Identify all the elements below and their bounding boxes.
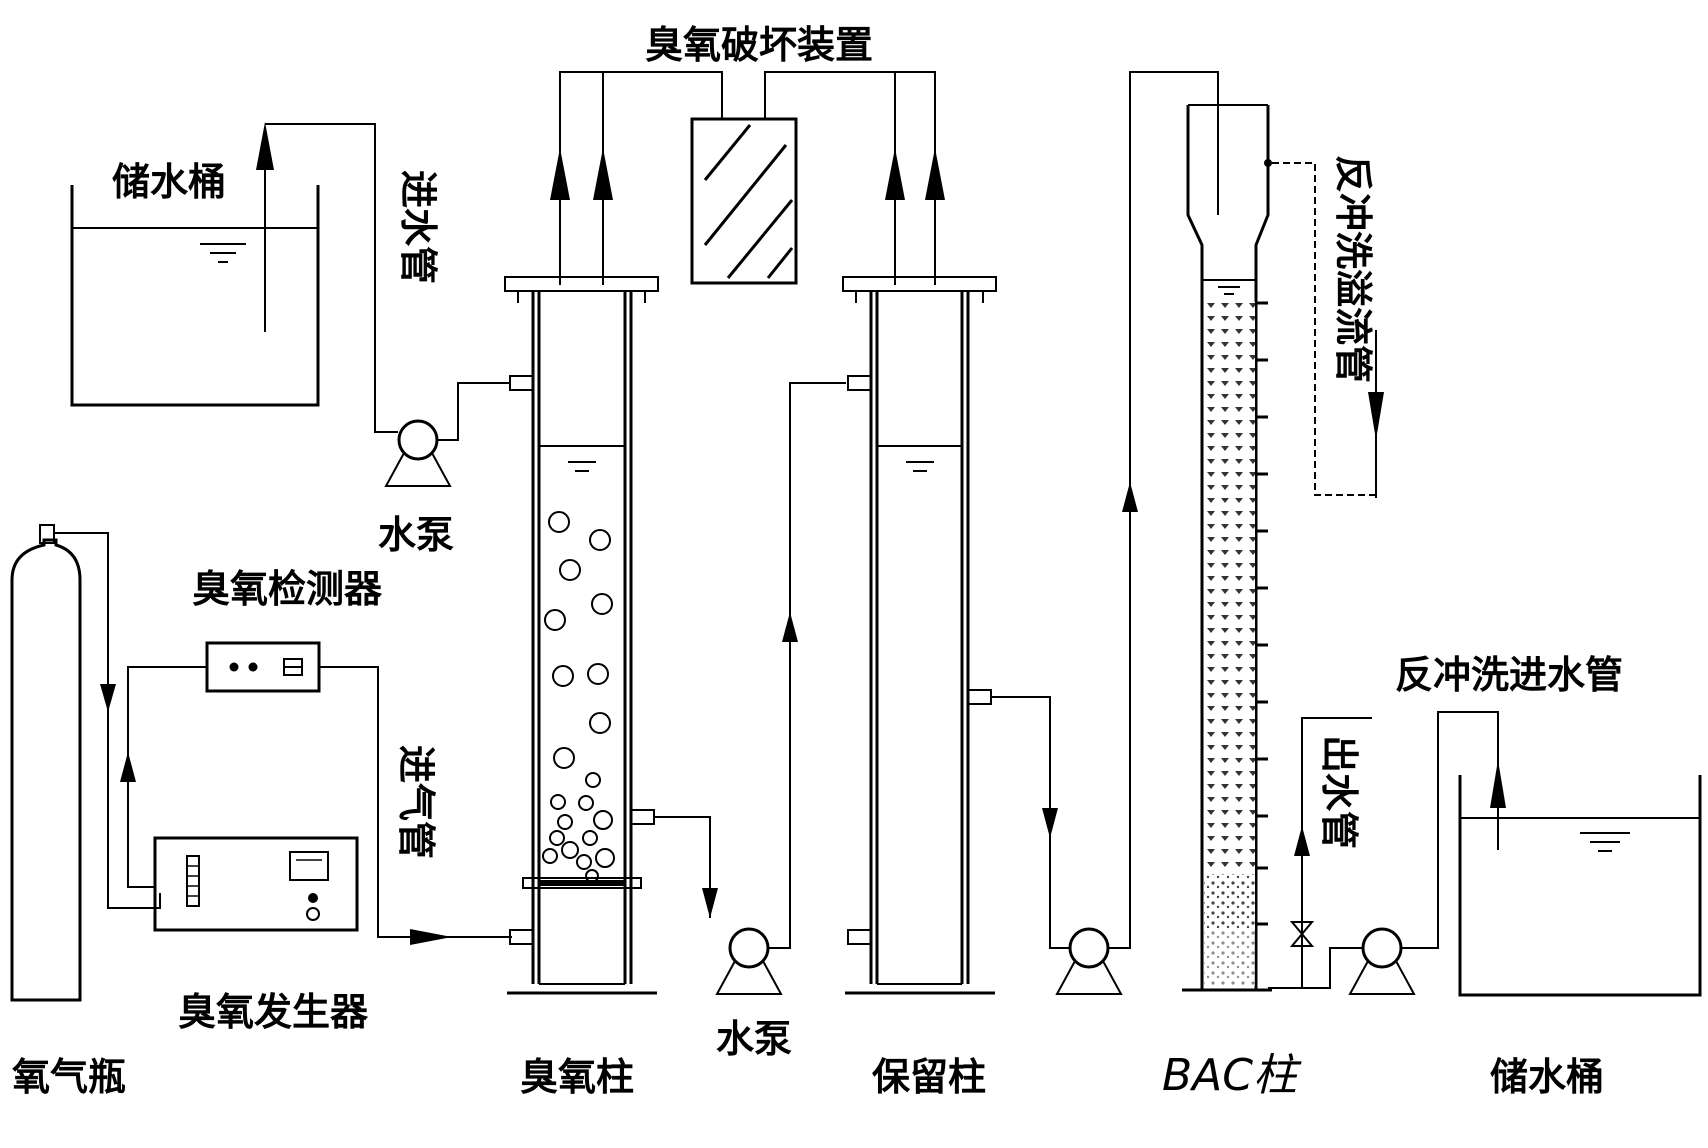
pump-2-label: 水泵 bbox=[716, 1017, 792, 1061]
ozone-destruction-label: 臭氧破坏装置 bbox=[645, 23, 873, 67]
ozone-column-label: 臭氧柱 bbox=[520, 1055, 634, 1099]
pump-2-icon bbox=[654, 383, 846, 994]
outlet-pipe-label: 出水管 bbox=[1317, 735, 1361, 849]
pump-1-icon bbox=[386, 383, 510, 486]
backwash-inlet-pipe-label: 反冲洗进水管 bbox=[1395, 653, 1623, 697]
oxygen-cylinder-label: 氧气瓶 bbox=[12, 1055, 126, 1099]
retention-column bbox=[843, 277, 1070, 993]
ozone-detector-icon bbox=[120, 643, 410, 937]
pump-1-label: 水泵 bbox=[378, 513, 454, 557]
bubbles bbox=[543, 512, 614, 882]
storage-tank-left-label: 储水桶 bbox=[112, 160, 226, 204]
storage-tank-right-label: 储水桶 bbox=[1490, 1055, 1604, 1099]
backwash-overflow-pipe-label: 反冲洗溢流管 bbox=[1331, 155, 1375, 383]
ozone-detector-label: 臭氧检测器 bbox=[192, 567, 383, 611]
retention-column-label: 保留柱 bbox=[872, 1055, 986, 1099]
pump-3-icon bbox=[1057, 72, 1218, 994]
gas-inlet-pipe-label: 进气管 bbox=[394, 745, 438, 859]
ozone-generator-label: 臭氧发生器 bbox=[178, 990, 369, 1034]
oxygen-cylinder-icon bbox=[12, 525, 160, 1000]
ozone-destruction-device-icon bbox=[550, 72, 945, 285]
ozone-generator-icon bbox=[155, 838, 512, 945]
bac-column-label: BAC柱 bbox=[1162, 1050, 1302, 1101]
inlet-pipe-label: 进水管 bbox=[396, 170, 440, 284]
ozone-column bbox=[505, 277, 658, 993]
sampling-ports bbox=[1256, 303, 1268, 924]
